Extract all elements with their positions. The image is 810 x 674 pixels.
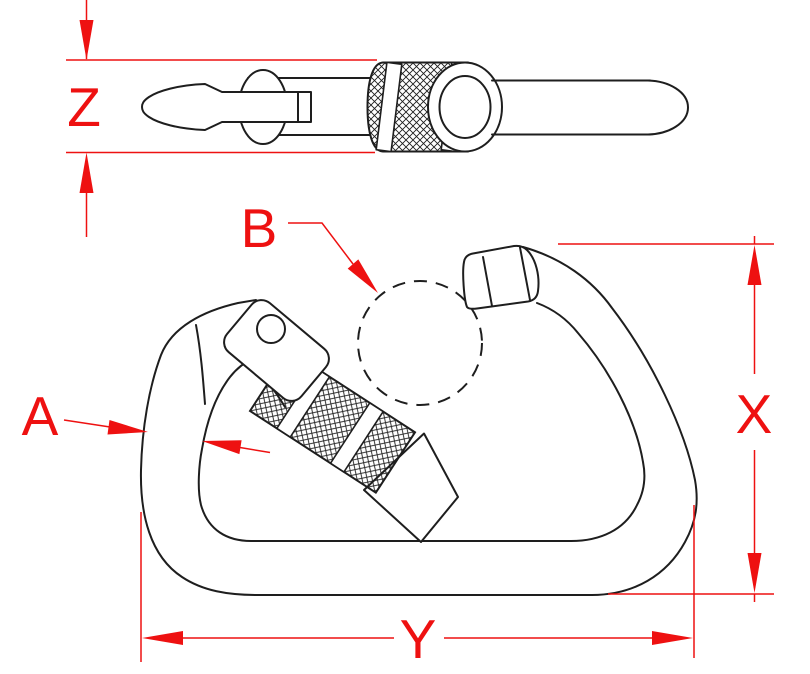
dimension-y: [140, 505, 695, 662]
profile-knurled-sleeve: [366, 61, 503, 153]
arrowhead-y-left: [142, 631, 183, 645]
dimension-label-x: X: [736, 383, 773, 445]
dimension-label-y: Y: [400, 608, 437, 670]
profile-shaft: [491, 79, 689, 136]
arrowhead-x-top: [747, 245, 762, 285]
dimension-label-a: A: [22, 385, 59, 447]
profile-view: [141, 61, 689, 153]
arrowhead-x-bottom: [747, 553, 762, 593]
arrowhead-z-top: [79, 20, 94, 60]
spine-crease-line: [195, 324, 206, 405]
arrowhead-a-outer: [107, 420, 148, 435]
leader-line-a: [63, 419, 111, 428]
arrowhead-b: [347, 259, 378, 293]
dimension-label-z: Z: [67, 76, 101, 138]
pivot-tab-hole: [256, 314, 286, 344]
sleeve-rim-inner: [438, 75, 492, 139]
sleeve-band-1: [375, 61, 403, 153]
dimension-z: [66, 0, 377, 237]
arrowhead-z-bottom: [79, 152, 94, 193]
frame-outer-edge: [139, 246, 698, 596]
gate-sleeve-band-2: [329, 402, 384, 473]
frame-nose: [462, 244, 540, 310]
dimension-a: [63, 419, 271, 455]
dimension-b: [288, 222, 378, 293]
gate-pivot-tab: [223, 299, 330, 402]
frame-inner-edge: [197, 302, 646, 542]
dimension-label-b: B: [241, 197, 278, 259]
leader-line-b: [288, 222, 354, 265]
arrowhead-y-right: [652, 631, 693, 645]
gate-nose-profile: [141, 83, 312, 131]
front-view: [139, 244, 698, 596]
dimension-x: [558, 236, 774, 602]
arrowhead-a-inner: [202, 440, 242, 455]
gate-opening-dashed-circle: [357, 280, 483, 406]
